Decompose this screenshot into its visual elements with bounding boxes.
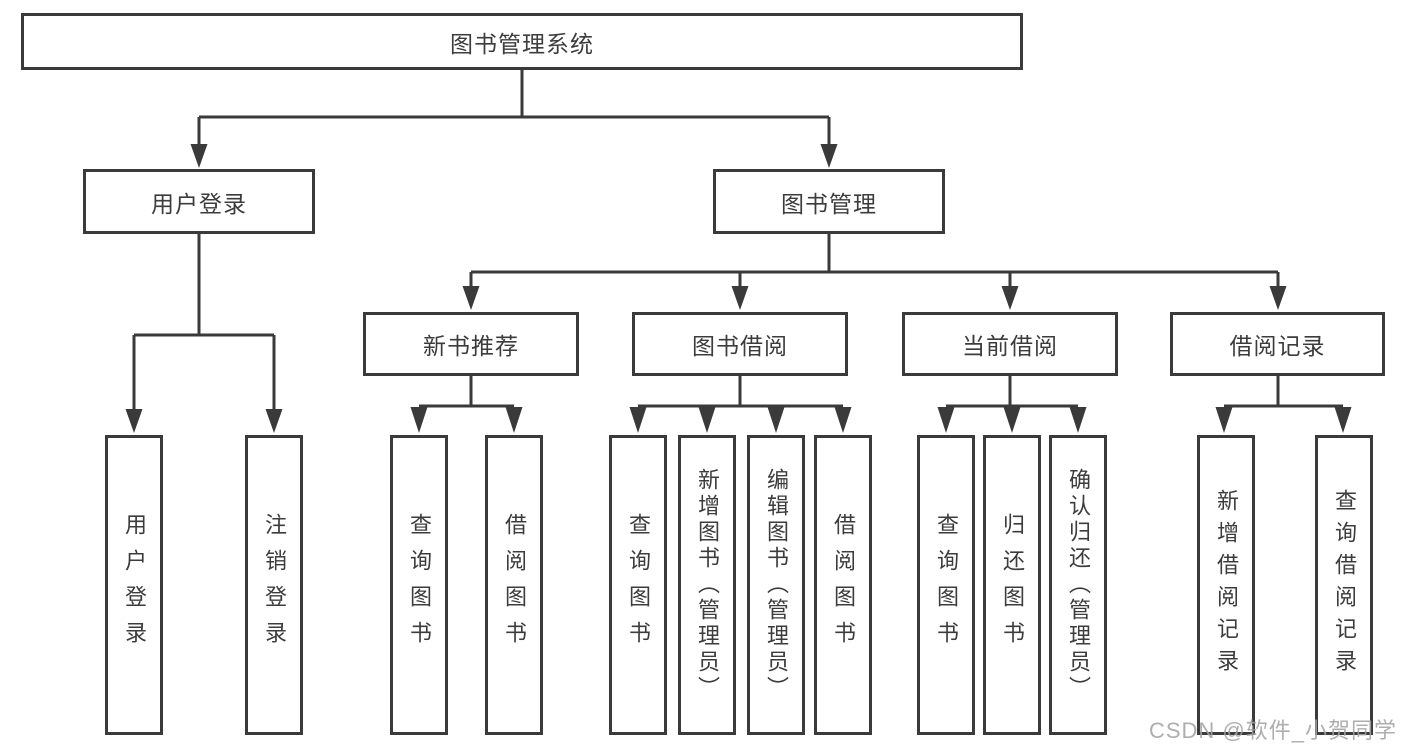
leaf-logout: 注销登录 [245,435,303,735]
arrow-down-icon [937,407,955,433]
connector-root [190,70,838,168]
node-system-root: 图书管理系统 [21,13,1023,70]
connector-book-management [462,234,1287,310]
leaf-query-borrow-record: 查询借阅记录 [1315,435,1373,735]
node-borrow-record: 借阅记录 [1170,312,1385,376]
leaf-confirm-return-admin: 确认归还（管理员） [1049,435,1107,735]
arrow-down-icon [410,407,428,433]
arrow-down-icon [190,144,208,168]
leaf-user-login: 用户登录 [105,435,163,735]
leaf-add-borrow-record: 新增借阅记录 [1197,435,1255,735]
arrow-down-icon [1001,286,1019,310]
arrow-down-icon [1003,407,1021,433]
arrow-down-icon [767,407,785,433]
arrow-down-icon [698,407,716,433]
node-current-borrow: 当前借阅 [902,312,1118,376]
arrow-down-icon [505,407,523,433]
leaf-borrow-book-recommend: 借阅图书 [485,435,543,735]
node-book-management: 图书管理 [713,169,945,234]
connector-new-book [410,376,523,433]
arrow-down-icon [265,409,283,433]
node-book-borrow: 图书借阅 [632,312,848,376]
connector-book-borrow [629,376,852,433]
arrow-down-icon [1069,407,1087,433]
leaf-borrow-book: 借阅图书 [814,435,872,735]
connector-borrow-record [1215,376,1352,433]
leaf-query-book-borrow: 查询图书 [609,435,667,735]
arrow-down-icon [1334,407,1352,433]
node-user-login: 用户登录 [83,169,315,234]
arrow-down-icon [731,286,749,310]
arrow-down-icon [629,407,647,433]
connector-current-borrow [937,376,1087,433]
arrow-down-icon [1269,286,1287,310]
node-new-book-recommend: 新书推荐 [363,312,579,376]
leaf-edit-book-admin: 编辑图书（管理员） [747,435,805,735]
leaf-add-book-admin: 新增图书（管理员） [678,435,736,735]
arrow-down-icon [820,144,838,168]
arrow-down-icon [125,409,143,433]
arrow-down-icon [1215,407,1233,433]
arrow-down-icon [462,286,480,310]
leaf-query-book-recommend: 查询图书 [390,435,448,735]
csdn-watermark: CSDN @软件_小贺同学 [1148,718,1397,743]
arrow-down-icon [834,407,852,433]
leaf-return-book: 归还图书 [983,435,1041,735]
connector-user-login [125,234,283,433]
leaf-query-book-current: 查询图书 [917,435,975,735]
